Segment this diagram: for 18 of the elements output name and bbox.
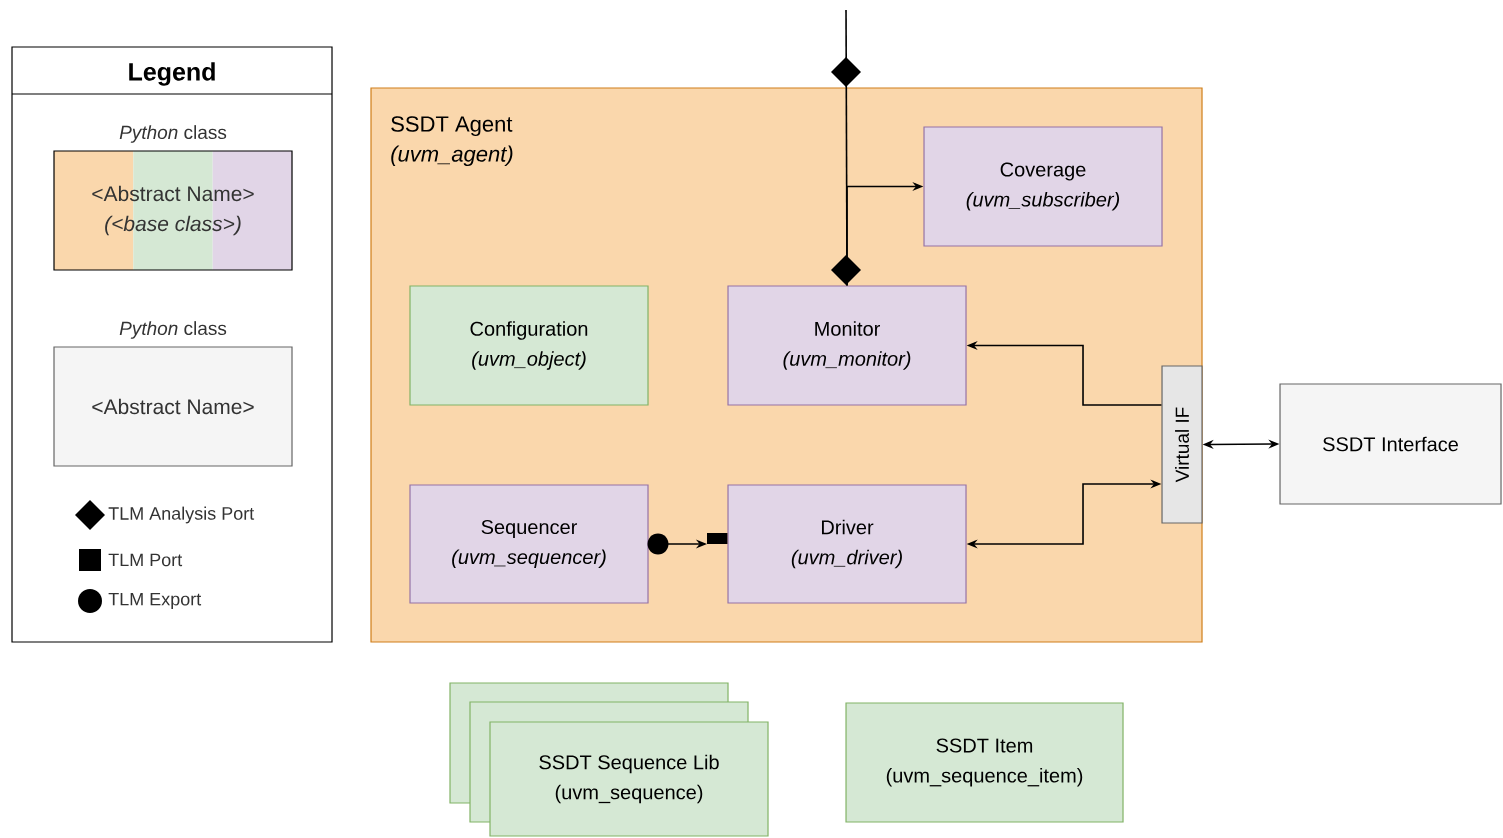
interface-port-box: Virtual IF bbox=[1161, 365, 1203, 524]
class-box: Coverage (uvm_subscriber) bbox=[923, 126, 1163, 247]
legend-sample-box: <Abstract Name> bbox=[53, 346, 293, 467]
caption-text: Python class bbox=[119, 125, 227, 143]
legend-label: TLM Analysis Port bbox=[108, 506, 255, 524]
class-box: Configuration (uvm_object) bbox=[409, 285, 649, 406]
connector-arrow bbox=[647, 533, 728, 555]
connector-arrow bbox=[831, 9, 861, 287]
legend-label: TLM Port bbox=[108, 553, 183, 567]
class-box: Driver (uvm_driver) bbox=[727, 484, 967, 604]
legend-sample-box: <Abstract Name> (<base class>) bbox=[53, 150, 293, 271]
interface-box: SSDT Interface bbox=[1279, 383, 1502, 505]
class-box: SSDT Item (uvm_sequence_item) bbox=[845, 702, 1124, 823]
class-box: Sequencer (uvm_sequencer) bbox=[409, 484, 649, 604]
stacked-class-box: SSDT Sequence Lib (uvm_sequence) bbox=[449, 682, 769, 837]
legend-label: TLM Export bbox=[108, 592, 202, 610]
class-box: Monitor (uvm_monitor) bbox=[727, 285, 967, 406]
caption-text: Python class bbox=[119, 321, 227, 339]
